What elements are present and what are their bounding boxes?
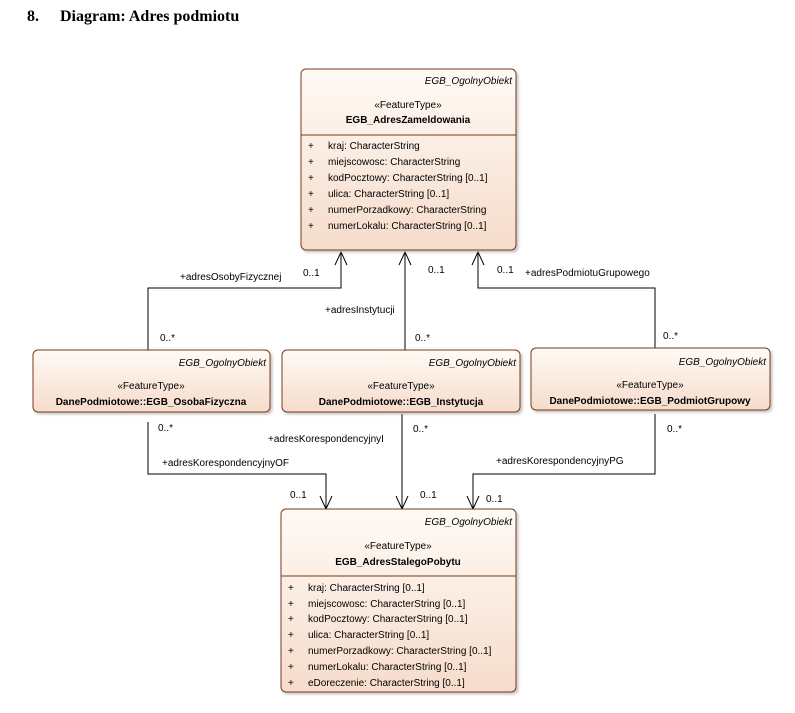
role-adresInstytucji: +adresInstytucji xyxy=(325,305,395,316)
attribute-kraj: kraj: CharacterString [0..1] xyxy=(308,583,425,594)
class-stereotype: «FeatureType» xyxy=(117,381,185,392)
visibility-marker: + xyxy=(288,599,294,610)
attribute-numerLokalu: numerLokalu: CharacterString [0..1] xyxy=(308,662,467,673)
visibility-marker: + xyxy=(308,189,314,200)
attribute-kodPocztowy: kodPocztowy: CharacterString [0..1] xyxy=(308,614,468,625)
mult-source-osoba-stalego: 0..* xyxy=(158,423,173,434)
class-stereotype: «FeatureType» xyxy=(374,100,442,111)
class-parent-label: EGB_OgolnyObiekt xyxy=(429,358,517,369)
class-parent-label: EGB_OgolnyObiekt xyxy=(679,357,767,368)
class-parent-label: EGB_OgolnyObiekt xyxy=(425,517,513,528)
class-name: DanePodmiotowe::EGB_Instytucja xyxy=(319,397,484,408)
assoc-arrow-grupowy-zameldowania xyxy=(471,250,485,266)
class-stereotype: «FeatureType» xyxy=(616,380,684,391)
visibility-marker: + xyxy=(288,662,294,673)
mult-target-osoba-stalego: 0..1 xyxy=(290,490,307,501)
class-parent-label: EGB_OgolnyObiekt xyxy=(179,358,267,369)
class-box-egb-podmiot-grupowy[interactable]: EGB_OgolnyObiekt «FeatureType» DanePodmi… xyxy=(530,347,771,411)
attribute-numerPorzadkowy: numerPorzadkowy: CharacterString [0..1] xyxy=(308,646,492,657)
class-name: DanePodmiotowe::EGB_PodmiotGrupowy xyxy=(549,396,751,407)
association-labels: +adresOsobyFizycznej 0..1 0..* +adresIns… xyxy=(158,265,682,505)
attribute-miejscowosc: miejscowosc: CharacterString xyxy=(328,157,460,168)
mult-target-grupowy-zameldowania: 0..1 xyxy=(497,265,514,276)
mult-source-instytucja-stalego: 0..* xyxy=(413,424,428,435)
attribute-ulica: ulica: CharacterString [0..1] xyxy=(328,189,449,200)
attribute-numerPorzadkowy: numerPorzadkowy: CharacterString xyxy=(328,205,486,216)
visibility-marker: + xyxy=(308,173,314,184)
visibility-marker: + xyxy=(308,157,314,168)
mult-source-grupowy-zameldowania: 0..* xyxy=(663,331,678,342)
assoc-line-osoba-stalego[interactable] xyxy=(147,422,327,509)
role-adresKorespondencyjnyPG: +adresKorespondencyjnyPG xyxy=(496,456,624,467)
role-adresOsobyFizycznej: +adresOsobyFizycznej xyxy=(180,272,281,283)
visibility-marker: + xyxy=(288,630,294,641)
mult-target-instytucja-zameldowania: 0..1 xyxy=(428,265,445,276)
assoc-line-grupowy-zameldowania[interactable] xyxy=(477,252,656,348)
mult-source-instytucja-zameldowania: 0..* xyxy=(415,333,430,344)
role-adresKorespondencyjnyOF: +adresKorespondencyjnyOF xyxy=(162,458,289,469)
mult-target-osoba-zameldowania: 0..1 xyxy=(303,268,320,279)
association-lines xyxy=(147,250,656,511)
visibility-marker: + xyxy=(288,646,294,657)
visibility-marker: + xyxy=(288,583,294,594)
class-name: DanePodmiotowe::EGB_OsobaFizyczna xyxy=(56,397,247,408)
heading-number: 8. xyxy=(27,8,39,25)
mult-target-instytucja-stalego: 0..1 xyxy=(420,490,437,501)
class-box-egb-adres-stalego-pobytu[interactable]: EGB_OgolnyObiekt «FeatureType» EGB_Adres… xyxy=(280,508,517,693)
visibility-marker: + xyxy=(308,205,314,216)
class-parent-label: EGB_OgolnyObiekt xyxy=(425,76,513,87)
attribute-kraj: kraj: CharacterString xyxy=(328,141,420,152)
class-name: EGB_AdresZameldowania xyxy=(346,115,471,126)
assoc-arrow-osoba-zameldowania xyxy=(334,250,348,266)
visibility-marker: + xyxy=(308,221,314,232)
role-adresPodmiotuGrupowego: +adresPodmiotuGrupowego xyxy=(525,268,650,279)
assoc-arrow-instytucja-zameldowania xyxy=(398,250,412,266)
heading-title: Diagram: Adres podmiotu xyxy=(60,8,240,25)
assoc-line-grupowy-stalego[interactable] xyxy=(472,414,656,509)
class-box-egb-adres-zameldowania[interactable]: EGB_OgolnyObiekt «FeatureType» EGB_Adres… xyxy=(300,68,517,251)
mult-target-grupowy-stalego: 0..1 xyxy=(486,494,503,505)
role-adresKorespondencyjnyI: +adresKorespondencyjnyI xyxy=(268,434,384,445)
visibility-marker: + xyxy=(308,141,314,152)
class-stereotype: «FeatureType» xyxy=(367,381,435,392)
attribute-kodPocztowy: kodPocztowy: CharacterString [0..1] xyxy=(328,173,488,184)
class-stereotype: «FeatureType» xyxy=(364,541,432,552)
assoc-line-osoba-zameldowania[interactable] xyxy=(147,252,342,350)
class-box-egb-instytucja[interactable]: EGB_OgolnyObiekt «FeatureType» DanePodmi… xyxy=(281,349,521,413)
diagram-heading: 8. Diagram: Adres podmiotu xyxy=(27,8,239,26)
visibility-marker: + xyxy=(288,678,294,689)
attribute-eDoreczenie: eDoreczenie: CharacterString [0..1] xyxy=(308,678,465,689)
mult-source-grupowy-stalego: 0..* xyxy=(667,424,682,435)
mult-source-osoba-zameldowania: 0..* xyxy=(160,333,175,344)
attribute-ulica: ulica: CharacterString [0..1] xyxy=(308,630,429,641)
attribute-numerLokalu: numerLokalu: CharacterString [0..1] xyxy=(328,221,487,232)
class-name: EGB_AdresStalegoPobytu xyxy=(335,557,461,568)
attribute-miejscowosc: miejscowosc: CharacterString [0..1] xyxy=(308,599,466,610)
class-box-egb-osoba-fizyczna[interactable]: EGB_OgolnyObiekt «FeatureType» DanePodmi… xyxy=(32,349,271,413)
visibility-marker: + xyxy=(288,614,294,625)
